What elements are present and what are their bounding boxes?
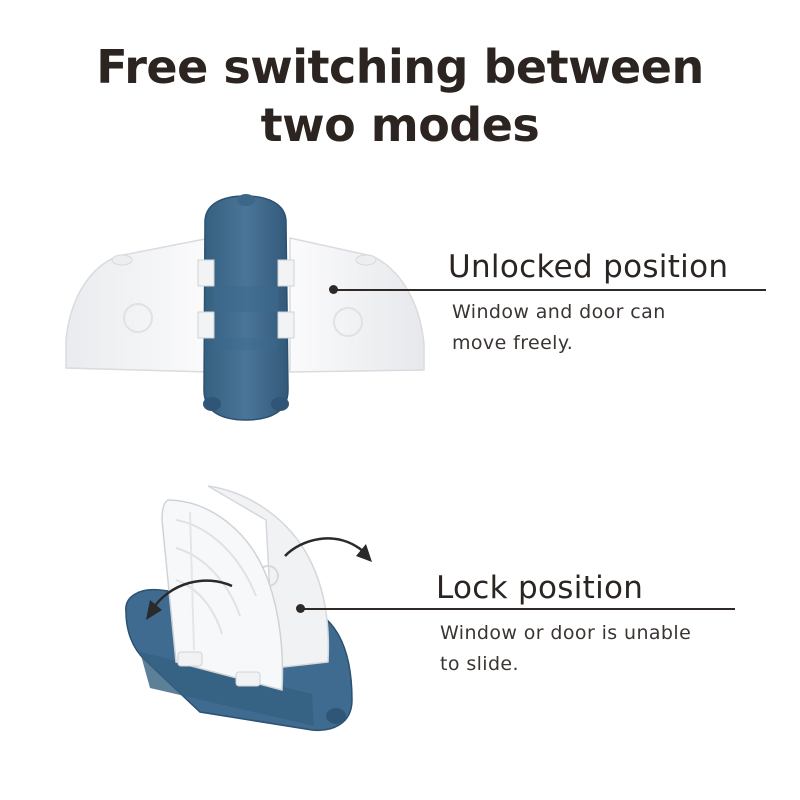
unlocked-description-line-1: Window and door can xyxy=(452,301,666,323)
lock-leader-line xyxy=(301,608,735,610)
lock-description-line-2: to slide. xyxy=(440,653,519,675)
lock-pointer-dot xyxy=(296,604,305,613)
headline-line-2: two modes xyxy=(260,98,540,152)
lock-description: Window or door is unable to slide. xyxy=(440,618,691,680)
headline: Free switching between two modes xyxy=(0,38,800,154)
unlocked-pointer-dot xyxy=(329,285,338,294)
headline-line-1: Free switching between xyxy=(96,40,704,94)
lock-position-label: Lock position xyxy=(436,570,644,606)
unlocked-description-line-2: move freely. xyxy=(452,332,574,354)
unlocked-lock-image xyxy=(65,194,425,421)
lock-description-line-1: Window or door is unable xyxy=(440,622,692,644)
locked-lock-image xyxy=(125,485,372,732)
unlocked-leader-line xyxy=(334,289,766,291)
unlocked-position-label: Unlocked position xyxy=(448,249,729,285)
unlocked-description: Window and door can move freely. xyxy=(452,297,666,359)
